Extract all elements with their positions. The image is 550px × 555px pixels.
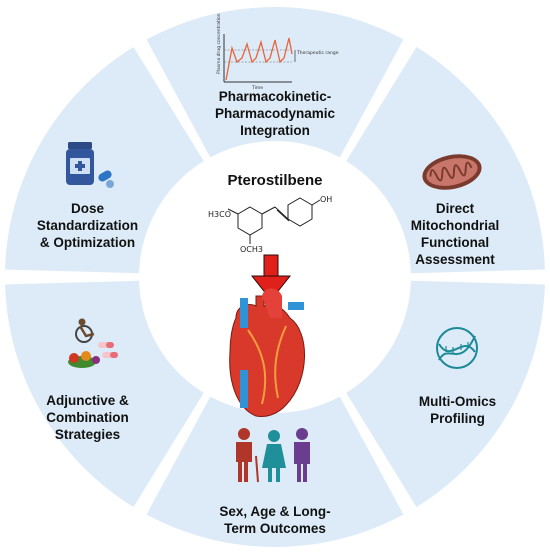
pterostilbene-structure-icon — [227, 197, 321, 244]
methoxy-label-bottom: OCH3 — [240, 245, 263, 254]
methoxy-label-left: H3CO — [208, 210, 231, 219]
pill-bottle-icon — [66, 142, 114, 188]
down-arrow-icon — [250, 254, 292, 301]
pk-range-label: Therapeutic range — [296, 50, 339, 56]
pk-pd-graph-icon: Therapeutic range Time Plasma drug conce… — [216, 13, 339, 91]
ring-segments — [5, 6, 545, 548]
people-icon — [236, 428, 310, 483]
segment-label-pk-pd: Pharmacokinetic- Pharmacodynamic Integra… — [214, 89, 336, 138]
segment-label-dose: Dose Standardization & Optimization — [36, 201, 139, 250]
heart-icon — [229, 288, 306, 417]
pk-y-axis-label: Plasma drug concentration — [216, 13, 222, 74]
segment-label-mitochondrial: Direct Mitochondrial Functional Assessme… — [410, 201, 500, 267]
mitochondrion-icon — [422, 154, 482, 190]
pk-x-axis-label: Time — [251, 85, 263, 91]
segment-label-multi-omics: Multi-Omics Profiling — [418, 394, 497, 426]
hydroxyl-label: OH — [320, 195, 332, 204]
segment-sex-age — [146, 396, 404, 548]
segment-multi-omics — [346, 280, 545, 507]
dna-helix-icon — [436, 327, 478, 369]
segment-adjunctive — [5, 280, 204, 507]
diet-exercise-icon — [68, 318, 118, 368]
segment-label-sex-age: Sex, Age & Long- Term Outcomes — [219, 504, 331, 536]
segment-label-adjunctive: Adjunctive & Combination Strategies — [46, 393, 129, 442]
segment-dose — [5, 47, 204, 274]
center-title: Pterostilbene — [227, 172, 323, 189]
